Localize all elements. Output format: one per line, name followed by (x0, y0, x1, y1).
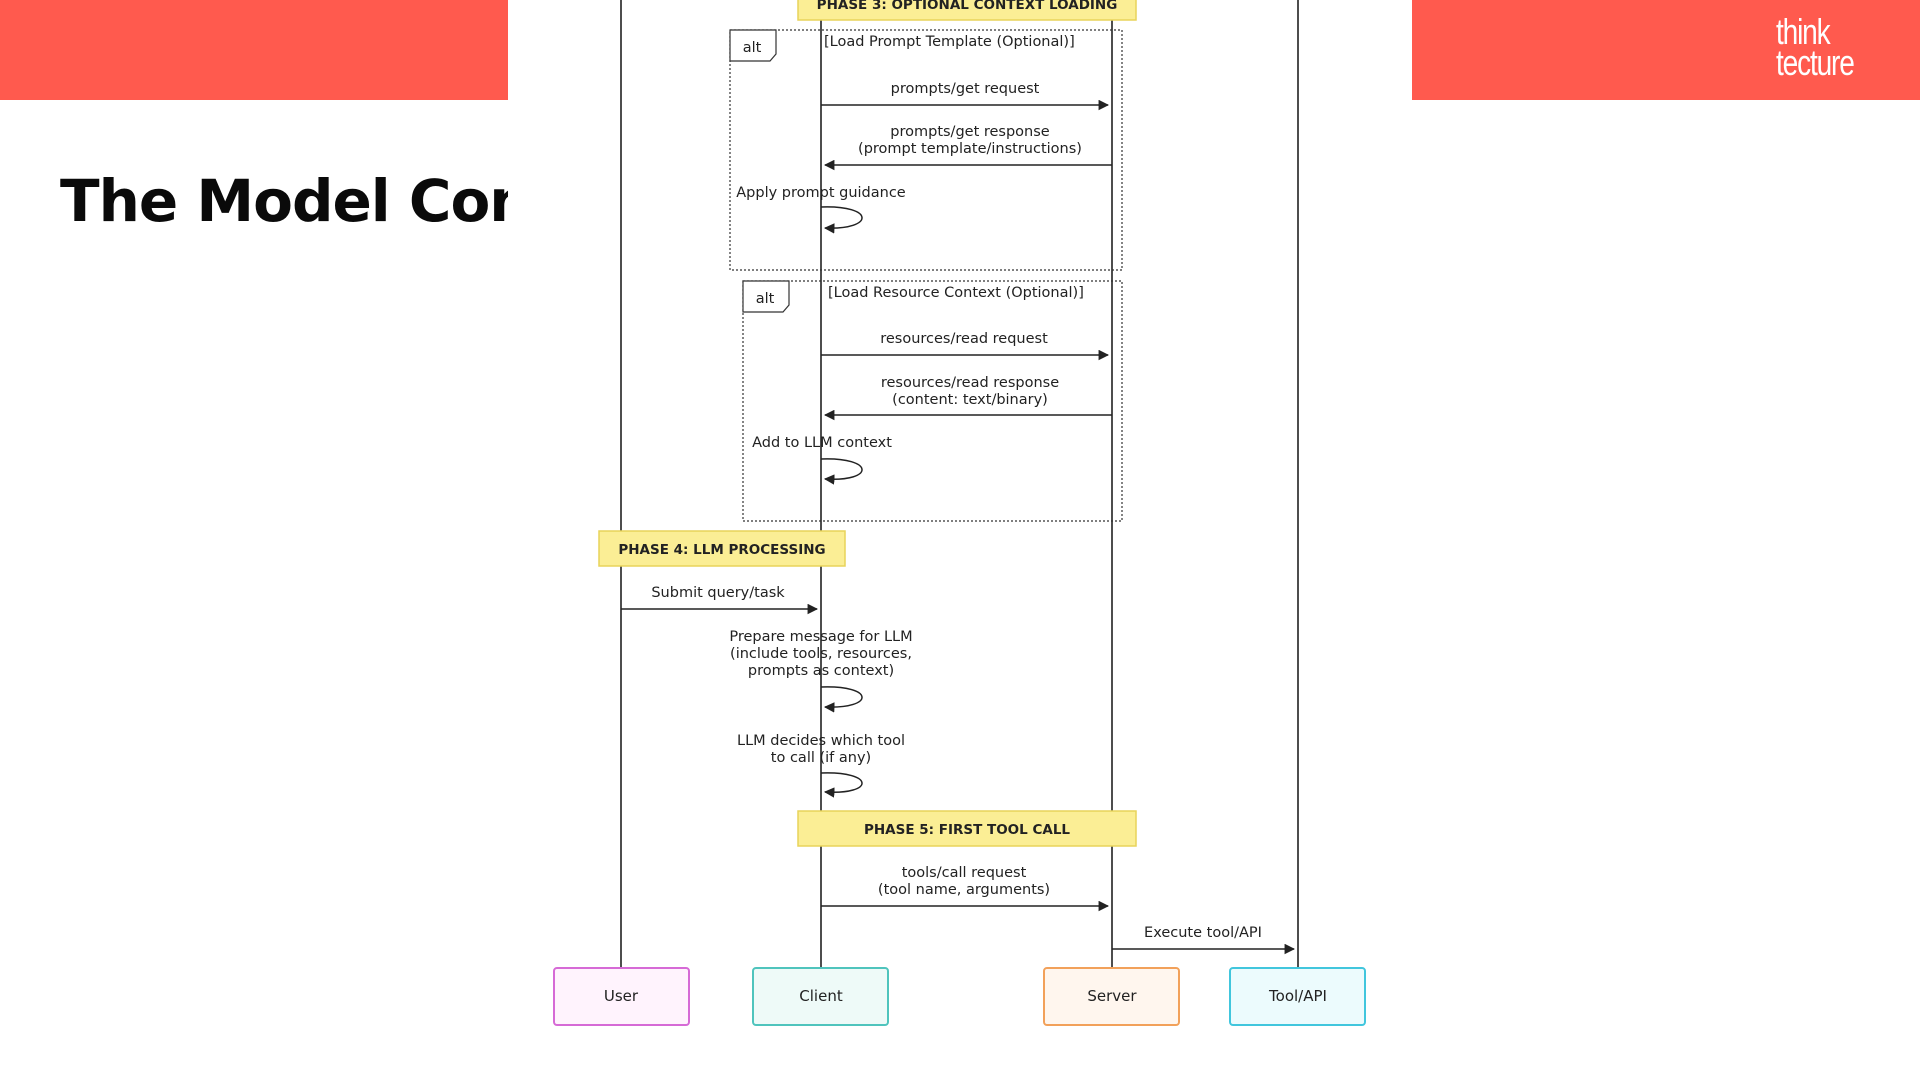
sequence-diagram-svg: PHASE 3: OPTIONAL CONTEXT LOADING alt [L… (553, 0, 1366, 1026)
logo-line-1: think (1776, 11, 1831, 52)
thinktecture-logo: think tecture (1776, 11, 1855, 83)
alt-condition-resource: [Load Resource Context (Optional)] (828, 285, 1084, 301)
phase-3-label: PHASE 3: OPTIONAL CONTEXT LOADING (817, 0, 1118, 13)
prepare-message-label-1: Prepare message for LLM (729, 629, 912, 645)
actor-tool-api-label: Tool/API (1268, 987, 1327, 1005)
actor-user-label: User (604, 987, 639, 1005)
alt-tag-resource-label: alt (756, 291, 775, 307)
alt-tag-resource (742, 280, 790, 313)
prepare-message-arrow (820, 686, 863, 713)
slide-title: The Model Cont (60, 167, 557, 235)
accent-band-right (1412, 0, 1920, 100)
phase-4-label: PHASE 4: LLM PROCESSING (618, 542, 825, 558)
logo-line-2: tecture (1776, 42, 1855, 83)
prompts-get-response-label-1: prompts/get response (890, 124, 1050, 140)
prepare-message-label-2: (include tools, resources, (730, 646, 912, 662)
actor-client: Client (752, 967, 889, 1026)
actor-server: Server (1043, 967, 1180, 1026)
apply-prompt-guidance-arrow (820, 206, 863, 234)
actor-client-label: Client (799, 987, 843, 1005)
prepare-message-label-3: prompts as context) (748, 663, 894, 679)
llm-decides-label-2: to call (if any) (771, 750, 871, 766)
llm-decides-arrow (820, 772, 863, 798)
resources-read-request-label: resources/read request (880, 331, 1048, 347)
tools-call-request-label-1: tools/call request (902, 865, 1027, 881)
llm-decides-label-1: LLM decides which tool (737, 733, 905, 749)
phase-4-header: PHASE 4: LLM PROCESSING (598, 530, 846, 567)
resources-read-response-label-2: (content: text/binary) (892, 392, 1048, 408)
submit-query-label: Submit query/task (651, 585, 785, 601)
phase-3-header: PHASE 3: OPTIONAL CONTEXT LOADING (797, 0, 1137, 21)
prompts-get-request-label: prompts/get request (891, 81, 1040, 97)
add-llm-context-label: Add to LLM context (752, 435, 892, 451)
alt-condition-prompt: [Load Prompt Template (Optional)] (824, 34, 1075, 50)
actor-user: User (553, 967, 690, 1026)
alt-tag-prompt (729, 29, 777, 62)
alt-frame-prompt: alt [Load Prompt Template (Optional)] (729, 29, 1123, 271)
resources-read-response-label-1: resources/read response (881, 375, 1059, 391)
prompts-get-response-label-2: (prompt template/instructions) (858, 141, 1082, 157)
actor-tool-api: Tool/API (1229, 967, 1366, 1026)
apply-prompt-guidance-label: Apply prompt guidance (736, 185, 906, 201)
alt-tag-prompt-label: alt (743, 40, 762, 56)
phase-5-label: PHASE 5: FIRST TOOL CALL (864, 822, 1070, 838)
tools-call-request-label-2: (tool name, arguments) (878, 882, 1050, 898)
sequence-diagram: PHASE 3: OPTIONAL CONTEXT LOADING alt [L… (508, 0, 1412, 1080)
add-llm-context-arrow (820, 458, 863, 485)
execute-tool-label: Execute tool/API (1144, 925, 1262, 941)
phase-5-header: PHASE 5: FIRST TOOL CALL (797, 810, 1137, 847)
actor-server-label: Server (1087, 987, 1137, 1005)
alt-frame-resource: alt [Load Resource Context (Optional)] (742, 280, 1123, 522)
accent-band-left (0, 0, 509, 100)
